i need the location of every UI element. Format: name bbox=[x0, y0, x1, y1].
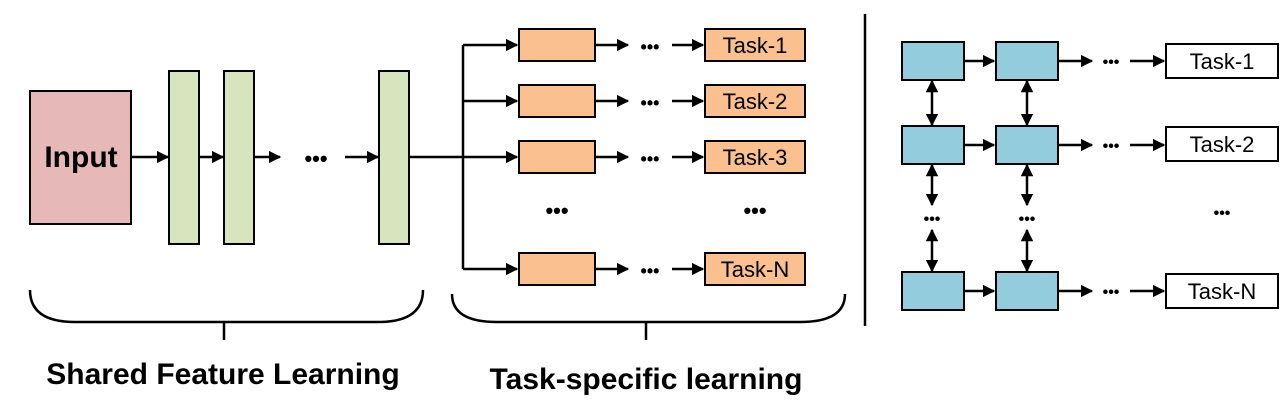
right-block-r1c1 bbox=[901, 41, 965, 81]
right-rown-ellipsis: ••• bbox=[1103, 284, 1120, 301]
more-tasks-ellipsis: ••• bbox=[743, 198, 766, 223]
shared-layer-n bbox=[378, 70, 410, 245]
task-label-2: Task-2 bbox=[723, 89, 788, 114]
task-brace bbox=[450, 293, 847, 324]
right-col1-ellipsis: ••• bbox=[924, 211, 941, 228]
input-block bbox=[29, 90, 132, 225]
row1-ellipsis: ••• bbox=[641, 37, 660, 57]
rown-ellipsis: ••• bbox=[641, 261, 660, 281]
task-box-n bbox=[704, 252, 806, 286]
right-task-label-1: Task-1 bbox=[1190, 49, 1255, 74]
right-block-rnc1 bbox=[901, 271, 965, 311]
row3-ellipsis: ••• bbox=[641, 149, 660, 169]
input-label: Input bbox=[44, 141, 117, 174]
right-panel: ••• Task-1 ••• Task-2 ••• ••• ••• ••• bbox=[901, 41, 1279, 311]
task-block-3 bbox=[518, 140, 596, 174]
task-box-3 bbox=[704, 140, 806, 174]
right-block-r1c2 bbox=[995, 41, 1059, 81]
task-box-1 bbox=[704, 28, 806, 62]
right-tasks-ellipsis: ••• bbox=[1214, 205, 1231, 222]
right-task-label-2: Task-2 bbox=[1190, 132, 1255, 157]
shared-layer-2 bbox=[223, 70, 255, 245]
right-col2-ellipsis: ••• bbox=[1019, 211, 1036, 228]
right-block-rnc2 bbox=[995, 271, 1059, 311]
left-panel: Input ••• ••• Task-1 ••• Task-2 bbox=[28, 28, 847, 396]
right-task-box-n bbox=[1165, 273, 1279, 309]
shared-ellipsis: ••• bbox=[304, 146, 327, 171]
right-task-label-n: Task-N bbox=[1188, 279, 1256, 304]
task-block-1 bbox=[518, 28, 596, 62]
task-label-1: Task-1 bbox=[723, 33, 788, 58]
shared-layer-1 bbox=[168, 70, 200, 245]
task-block-2 bbox=[518, 84, 596, 118]
right-row1-ellipsis: ••• bbox=[1103, 54, 1120, 71]
shared-brace bbox=[28, 289, 425, 324]
task-label-n: Task-N bbox=[721, 257, 789, 282]
right-task-box-1 bbox=[1165, 43, 1279, 79]
row2-ellipsis: ••• bbox=[641, 93, 660, 113]
right-row2-ellipsis: ••• bbox=[1103, 138, 1120, 155]
right-block-r2c2 bbox=[995, 125, 1059, 165]
task-box-2 bbox=[704, 84, 806, 118]
shared-feature-caption: Shared Feature Learning bbox=[46, 358, 399, 391]
task-specific-caption: Task-specific learning bbox=[490, 363, 803, 396]
more-blocks-ellipsis: ••• bbox=[545, 198, 568, 223]
right-block-r2c1 bbox=[901, 125, 965, 165]
task-block-n bbox=[518, 252, 596, 286]
task-label-3: Task-3 bbox=[723, 145, 788, 170]
right-task-box-2 bbox=[1165, 126, 1279, 162]
